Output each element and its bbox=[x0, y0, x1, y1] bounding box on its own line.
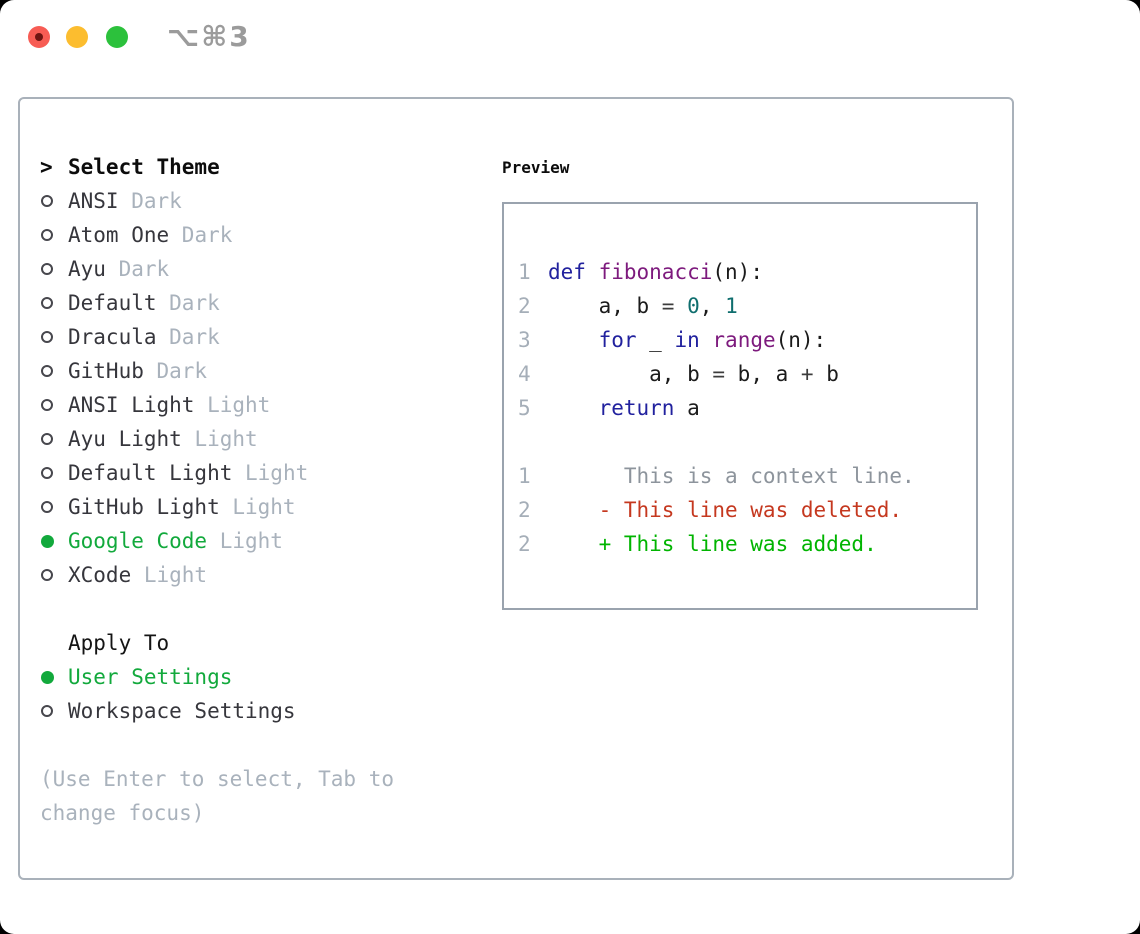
radio-icon bbox=[40, 569, 68, 581]
radio-icon bbox=[40, 467, 68, 479]
option-variant-label: Dark bbox=[118, 189, 182, 213]
option-variant-label: Dark bbox=[143, 359, 208, 383]
line-number: 2 bbox=[518, 532, 531, 556]
keyboard-hint-line: (Use Enter to select, Tab to bbox=[40, 767, 395, 791]
option-label: GitHub bbox=[68, 359, 144, 383]
code-line: 3 for _ in range(n): bbox=[518, 323, 976, 357]
option-variant-label: Dark bbox=[105, 257, 170, 281]
window-title: ⌥⌘3 bbox=[167, 20, 251, 53]
option-variant-label: Dark bbox=[156, 291, 220, 315]
theme-list-title: Select Theme bbox=[68, 155, 220, 179]
radio-icon bbox=[40, 705, 68, 717]
code-line: 2 a, b = 0, 1 bbox=[518, 289, 976, 323]
apply-to-header: Apply To bbox=[40, 626, 490, 660]
line-number: 1 bbox=[518, 464, 531, 488]
option-variant-label: Light bbox=[181, 427, 258, 451]
theme-option[interactable]: XCode Light bbox=[40, 558, 490, 592]
line-number: 1 bbox=[518, 260, 531, 284]
option-label: Atom One bbox=[68, 223, 170, 247]
focus-caret-icon: > bbox=[40, 155, 53, 179]
option-label: Dracula bbox=[68, 325, 157, 349]
line-number: 3 bbox=[518, 328, 531, 352]
radio-icon bbox=[40, 399, 68, 411]
radio-icon bbox=[40, 331, 68, 343]
unsaved-dot-icon bbox=[35, 33, 43, 41]
option-label: Default bbox=[68, 291, 157, 315]
line-number: 5 bbox=[518, 396, 531, 420]
option-label: Ayu Light bbox=[68, 427, 182, 451]
code-line: 1 This is a context line. bbox=[518, 459, 976, 493]
radio-selected-icon bbox=[40, 534, 68, 548]
theme-option[interactable]: ANSI Light Light bbox=[40, 388, 490, 422]
keyboard-hint: (Use Enter to select, Tab to change focus… bbox=[40, 762, 490, 830]
apply-to-option[interactable]: Workspace Settings bbox=[40, 694, 490, 728]
keyboard-hint-line: change focus) bbox=[40, 801, 205, 825]
option-label: Default Light bbox=[68, 461, 233, 485]
close-button[interactable] bbox=[28, 26, 50, 48]
option-variant-label: Light bbox=[131, 563, 208, 587]
line-number: 4 bbox=[518, 362, 531, 386]
option-label: User Settings bbox=[68, 665, 233, 689]
option-variant-label: Light bbox=[232, 461, 309, 485]
option-label: XCode bbox=[68, 563, 132, 587]
radio-icon bbox=[40, 365, 68, 377]
theme-option[interactable]: ANSI Dark bbox=[40, 184, 490, 218]
theme-option[interactable]: Default Dark bbox=[40, 286, 490, 320]
option-variant-label: Dark bbox=[169, 223, 233, 247]
titlebar: ⌥⌘3 bbox=[0, 0, 1140, 80]
option-label: ANSI bbox=[68, 189, 119, 213]
option-variant-label: Light bbox=[207, 529, 283, 553]
code-line: 2 - This line was deleted. bbox=[518, 493, 976, 527]
spacer bbox=[40, 592, 490, 626]
line-number: 2 bbox=[518, 294, 531, 318]
radio-icon bbox=[40, 433, 68, 445]
theme-option[interactable]: GitHub Light Light bbox=[40, 490, 490, 524]
theme-option[interactable]: Dracula Dark bbox=[40, 320, 490, 354]
radio-icon bbox=[40, 195, 68, 207]
code-line: 5 return a bbox=[518, 391, 976, 425]
radio-icon bbox=[40, 263, 68, 275]
preview-header: Preview bbox=[502, 150, 978, 184]
code-line: 2 + This line was added. bbox=[518, 527, 976, 561]
option-variant-label: Light bbox=[219, 495, 296, 519]
theme-option[interactable]: Ayu Dark bbox=[40, 252, 490, 286]
maximize-button[interactable] bbox=[106, 26, 128, 48]
spacer bbox=[40, 728, 490, 762]
radio-selected-icon bbox=[40, 670, 68, 684]
theme-option[interactable]: Ayu Light Light bbox=[40, 422, 490, 456]
code-line bbox=[518, 425, 976, 459]
apply-to-option[interactable]: User Settings bbox=[40, 660, 490, 694]
option-label: Ayu bbox=[68, 257, 106, 281]
theme-option[interactable]: GitHub Dark bbox=[40, 354, 490, 388]
theme-list-header: > Select Theme bbox=[40, 150, 490, 184]
option-variant-label: Dark bbox=[156, 325, 220, 349]
radio-icon bbox=[40, 229, 68, 241]
theme-option[interactable]: Google Code Light bbox=[40, 524, 490, 558]
preview-title: Preview bbox=[502, 157, 570, 177]
option-label: Workspace Settings bbox=[68, 699, 296, 723]
option-label: Google Code bbox=[68, 529, 208, 553]
option-variant-label: Light bbox=[194, 393, 271, 417]
radio-icon bbox=[40, 297, 68, 309]
option-label: ANSI Light bbox=[68, 393, 195, 417]
option-label: GitHub Light bbox=[68, 495, 220, 519]
apply-to-title: Apply To bbox=[68, 631, 170, 655]
minimize-button[interactable] bbox=[66, 26, 88, 48]
line-number: 2 bbox=[518, 498, 531, 522]
radio-icon bbox=[40, 501, 68, 513]
theme-option[interactable]: Atom One Dark bbox=[40, 218, 490, 252]
code-line: 4 a, b = b, a + b bbox=[518, 357, 976, 391]
theme-option[interactable]: Default Light Light bbox=[40, 456, 490, 490]
